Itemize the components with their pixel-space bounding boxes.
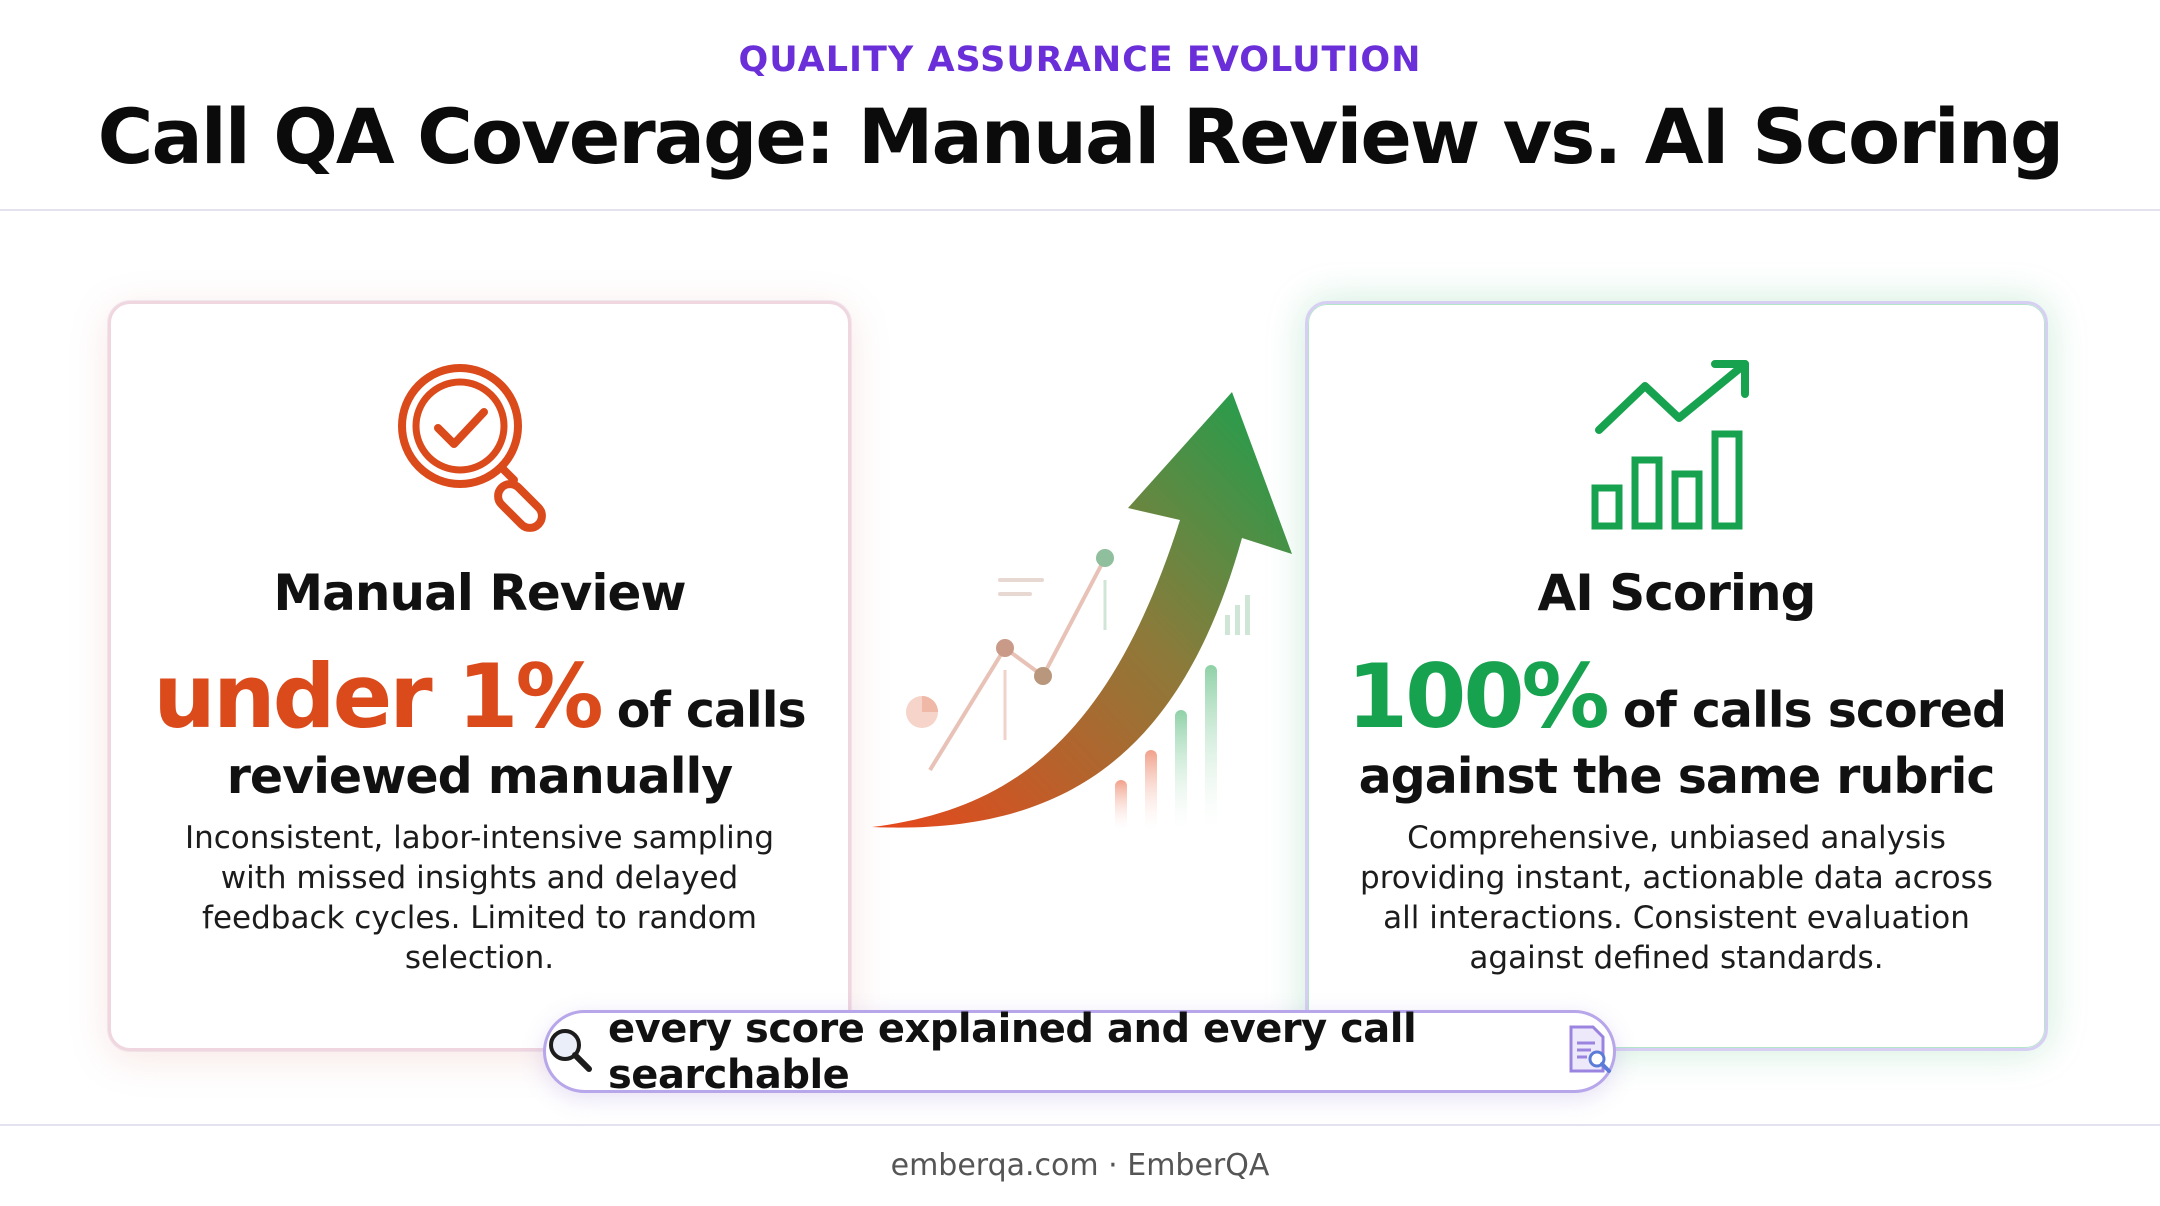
ai-scoring-stat-line2: against the same rubric [1358,747,1996,805]
ai-scoring-description: Comprehensive, unbiased analysis providi… [1360,820,1993,976]
ai-scoring-headline: 100% of calls scored against the same ru… [1308,648,2045,805]
document-search-icon [1567,1025,1613,1079]
ai-scoring-stat-text: of calls scored [1606,682,2007,739]
manual-review-stat-text: of calls [600,682,807,739]
manual-review-stat: under 1% [153,645,603,748]
footer-credit: emberqa.com · EmberQA [890,1148,1270,1183]
footer-divider [0,1124,2160,1126]
ai-scoring-title: AI Scoring [1537,564,1817,622]
search-icon [546,1026,594,1078]
upward-trend-arrow-icon [860,380,1300,840]
growth-bar-chart-icon [1308,356,2045,536]
manual-review-card: Manual Review under 1% of calls reviewed… [108,301,851,1051]
page-title: Call QA Coverage: Manual Review vs. AI S… [97,92,2065,181]
magnifier-check-icon [111,356,848,536]
feature-pill-text: every score explained and every call sea… [608,1005,1417,1098]
feature-pill: every score explained and every call sea… [543,1006,1616,1098]
header-divider [0,209,2160,211]
manual-review-description: Inconsistent, labor-intensive sampling w… [184,820,775,976]
ai-scoring-stat: 100% [1346,645,1610,748]
ai-scoring-card: AI Scoring 100% of calls scored against … [1305,301,2048,1051]
manual-review-stat-line2: reviewed manually [226,747,734,805]
eyebrow-label: QUALITY ASSURANCE EVOLUTION [738,40,1422,80]
manual-review-headline: under 1% of calls reviewed manually [111,648,848,805]
manual-review-title: Manual Review [273,564,686,622]
